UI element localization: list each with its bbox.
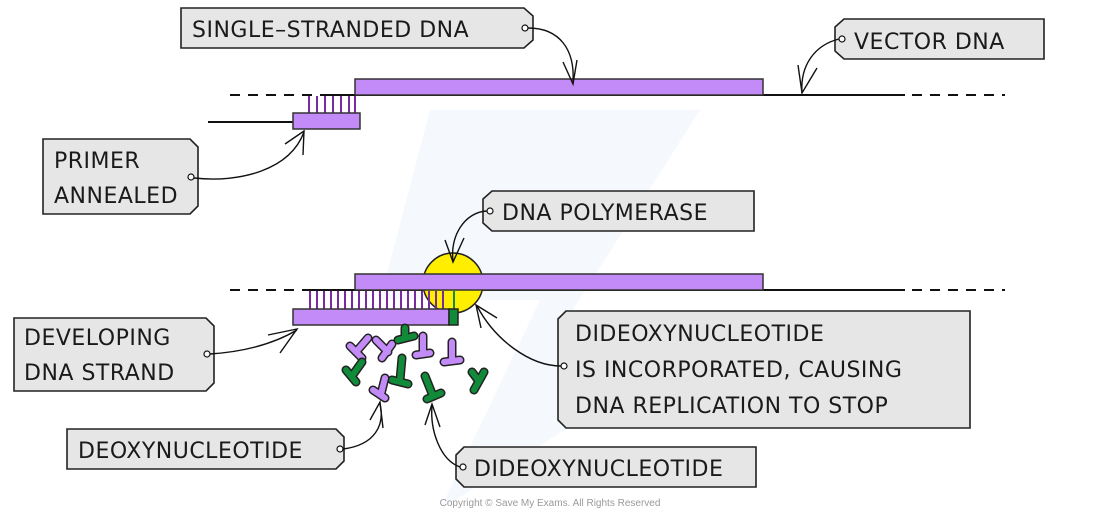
label-text-line1: DIDEOXYNUCLEOTIDE: [575, 322, 824, 347]
developing-dna-strand-bar: [292, 308, 450, 326]
base-pairs-top: [308, 96, 356, 113]
label-text: DIDEOXYNUCLEOTIDE: [474, 457, 723, 482]
label-text: SINGLE–STRANDED DNA: [192, 18, 469, 43]
single-stranded-dna-bar: [354, 78, 764, 96]
deoxynucleotide-purple: [371, 335, 397, 363]
label-dideoxynucleotide: DIDEOXYNUCLEOTIDE: [424, 401, 757, 488]
deoxynucleotide-purple: [368, 373, 390, 403]
deoxynucleotide-purple: [411, 331, 435, 360]
label-single-stranded-dna: SINGLE–STRANDED DNA: [180, 7, 578, 87]
deoxynucleotide-purple: [345, 333, 373, 363]
label-text-line2: DNA STRAND: [24, 361, 175, 386]
primer-bar: [292, 112, 361, 130]
arrow: [431, 405, 461, 468]
arrowhead-icon: [424, 401, 441, 428]
arrowhead-icon: [267, 327, 299, 354]
label-text-line2: ANNEALED: [54, 184, 178, 209]
dideoxynucleotide-green: [467, 367, 489, 395]
label-text-line3: DNA REPLICATION TO STOP: [575, 394, 888, 419]
arrowhead-icon: [474, 303, 498, 329]
label-text: DEOXYNUCLEOTIDE: [78, 439, 303, 464]
arrow: [527, 27, 574, 83]
arrow: [801, 38, 840, 94]
base-pairs-bottom: [309, 291, 455, 309]
label-text-line2: IS INCORPORATED, CAUSING: [575, 358, 902, 383]
arrow: [193, 131, 305, 180]
deoxynucleotide-purple: [439, 337, 465, 367]
label-vector-dna: VECTOR DNA: [797, 18, 1045, 96]
bottom-panel: [230, 252, 1005, 404]
arrowhead-icon: [562, 59, 578, 87]
arrowhead-icon: [444, 237, 465, 264]
copyright-text: Copyright © Save My Exams. All Rights Re…: [440, 498, 661, 509]
label-text: DNA POLYMERASE: [502, 201, 708, 226]
arrow: [209, 329, 298, 355]
label-dideoxynucleotide-incorporated: DIDEOXYNUCLEOTIDE IS INCORPORATED, CAUSI…: [474, 303, 971, 429]
arrowhead-icon: [369, 399, 384, 429]
arrow: [451, 210, 488, 263]
dideoxynucleotide-green: [341, 357, 367, 387]
label-text: VECTOR DNA: [854, 30, 1005, 55]
arrow: [476, 305, 562, 367]
dideoxynucleotide-green: [393, 323, 419, 345]
label-deoxynucleotide: DEOXYNUCLEOTIDE: [66, 399, 384, 470]
incorporated-dideoxynucleotide: [448, 308, 459, 326]
free-nucleotides: [341, 323, 489, 404]
dideoxynucleotide-green: [387, 353, 413, 389]
label-text-line1: PRIMER: [54, 149, 140, 174]
single-stranded-dna-bar: [354, 273, 764, 291]
dideoxynucleotide-green: [420, 371, 446, 404]
top-panel: [208, 78, 1005, 130]
label-text-line1: DEVELOPING: [24, 326, 171, 351]
label-developing-dna-strand: DEVELOPING DNA STRAND: [13, 317, 299, 392]
label-dna-polymerase: DNA POLYMERASE: [444, 190, 755, 264]
arrowhead-icon: [797, 64, 818, 96]
arrowhead-icon: [284, 129, 305, 156]
label-primer-annealed: PRIMER ANNEALED: [42, 129, 305, 215]
